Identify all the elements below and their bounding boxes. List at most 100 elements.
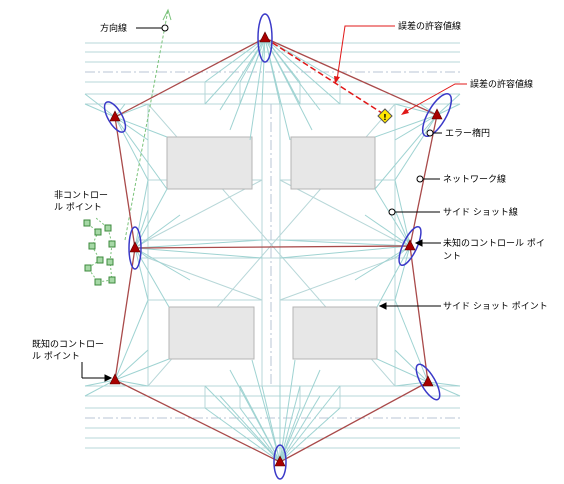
side-shot-line	[394, 381, 429, 387]
error-ellipse	[273, 444, 287, 480]
side-shot-line	[436, 93, 461, 116]
green-square-icon	[88, 242, 96, 250]
arrow-head	[414, 239, 423, 247]
side-shot-line	[239, 407, 281, 463]
red-triangle-icon	[109, 373, 121, 385]
side-shot-line	[394, 209, 411, 247]
side-shot-line	[249, 37, 266, 141]
small-circle-icon	[161, 24, 169, 32]
side-shot-line	[279, 369, 321, 463]
label-known-control-line1: 既知のコントロー	[32, 338, 104, 350]
side-shot-line	[114, 116, 149, 141]
label-unknown-control-line1: 未知のコントロール ポイ	[443, 237, 545, 249]
side-shot-line	[394, 103, 438, 116]
side-shot-line	[251, 359, 281, 463]
side-shot-line	[279, 359, 296, 463]
green-square-icon	[104, 224, 112, 232]
label-network-line: ネットワーク線	[443, 173, 506, 185]
side-shot-line	[114, 299, 149, 381]
side-shot-line	[394, 245, 411, 301]
side-shot-line	[204, 385, 281, 463]
small-circle-icon	[416, 175, 424, 183]
error-ellipses	[103, 13, 453, 480]
side-shot-line	[114, 379, 149, 387]
warning-diamond-icon: !	[377, 108, 393, 124]
green-square-icon	[94, 228, 102, 236]
error-ellipse	[415, 363, 441, 401]
red-triangle-icon	[274, 455, 286, 467]
tolerance-line	[264, 37, 386, 116]
side-shot-line	[427, 381, 461, 387]
side-shot-line	[279, 407, 301, 463]
label-side-shot-line: サイド ショット線	[443, 206, 518, 218]
side-shot-line	[134, 247, 149, 301]
green-square-icon	[108, 240, 116, 248]
green-square-icon	[84, 264, 92, 272]
label-error-ellipse: エラー楕円	[445, 127, 490, 139]
side-shot-line	[134, 247, 191, 281]
side-shot-line	[374, 114, 438, 138]
side-shot-line	[204, 407, 281, 463]
error-ellipse	[398, 225, 422, 267]
label-non-control-line2: ル ポイント	[54, 202, 102, 213]
building	[292, 306, 378, 360]
side-shot-line	[84, 379, 116, 387]
green-square-icon	[83, 219, 91, 227]
side-shot-line	[374, 114, 438, 190]
side-shot-line	[374, 188, 411, 247]
side-shot-line	[394, 114, 438, 141]
side-shot-line	[114, 116, 149, 181]
side-shot-line	[394, 299, 429, 383]
side-shot-line	[134, 214, 181, 249]
side-shot-line	[279, 245, 411, 259]
callout-labels: 方向線 誤差の許容値線 誤差の許容値線 エラー楕円 ネットワーク線 サイド ショ…	[32, 20, 548, 362]
side-shot-lines	[84, 37, 461, 463]
buildings	[166, 136, 378, 360]
side-shot-line	[204, 37, 266, 105]
side-shot-line	[134, 179, 149, 249]
network-crossline	[134, 245, 411, 249]
side-shot-line	[229, 369, 281, 463]
side-shot-line	[84, 93, 116, 118]
tolerance-leaders	[334, 25, 467, 115]
error-ellipse	[128, 226, 142, 270]
side-shot-line	[394, 349, 429, 383]
red-triangle-icon	[109, 110, 121, 122]
arrow-head	[104, 374, 113, 382]
leader-tolerance-1	[336, 25, 395, 81]
side-shot-line	[264, 37, 313, 131]
direction-line-arrow	[162, 8, 172, 21]
side-shot-line	[279, 385, 341, 463]
label-side-shot-point: サイド ショット ポイント	[443, 301, 548, 312]
svg-text:!: !	[383, 113, 387, 122]
red-triangle-icon	[431, 108, 443, 120]
side-shot-line	[84, 103, 116, 118]
arrow-head	[334, 76, 340, 84]
error-ellipse	[257, 13, 273, 63]
red-triangle-icon	[259, 31, 271, 43]
side-shot-line	[134, 247, 263, 259]
leader-tolerance-2	[404, 83, 467, 113]
side-shot-line	[364, 214, 411, 247]
side-shot-line	[264, 37, 321, 111]
green-square-icon	[94, 278, 102, 286]
control-points	[109, 31, 443, 467]
green-square-icon	[106, 258, 114, 266]
side-shot-line	[114, 116, 168, 190]
side-shot-line	[279, 239, 411, 247]
red-triangle-icon	[129, 241, 141, 253]
side-shot-line	[427, 381, 461, 397]
side-shot-line	[219, 395, 281, 463]
side-shot-line	[114, 358, 170, 381]
label-unknown-control-line2: ント	[443, 252, 461, 262]
non-control-points	[83, 217, 116, 286]
arrow-head	[378, 302, 387, 310]
red-triangle-icon	[404, 239, 416, 251]
arrow-head	[401, 108, 409, 115]
side-shot-line	[279, 395, 321, 463]
side-shot-line	[219, 37, 266, 111]
direction-line	[124, 9, 169, 241]
red-triangle-icon	[422, 375, 434, 387]
